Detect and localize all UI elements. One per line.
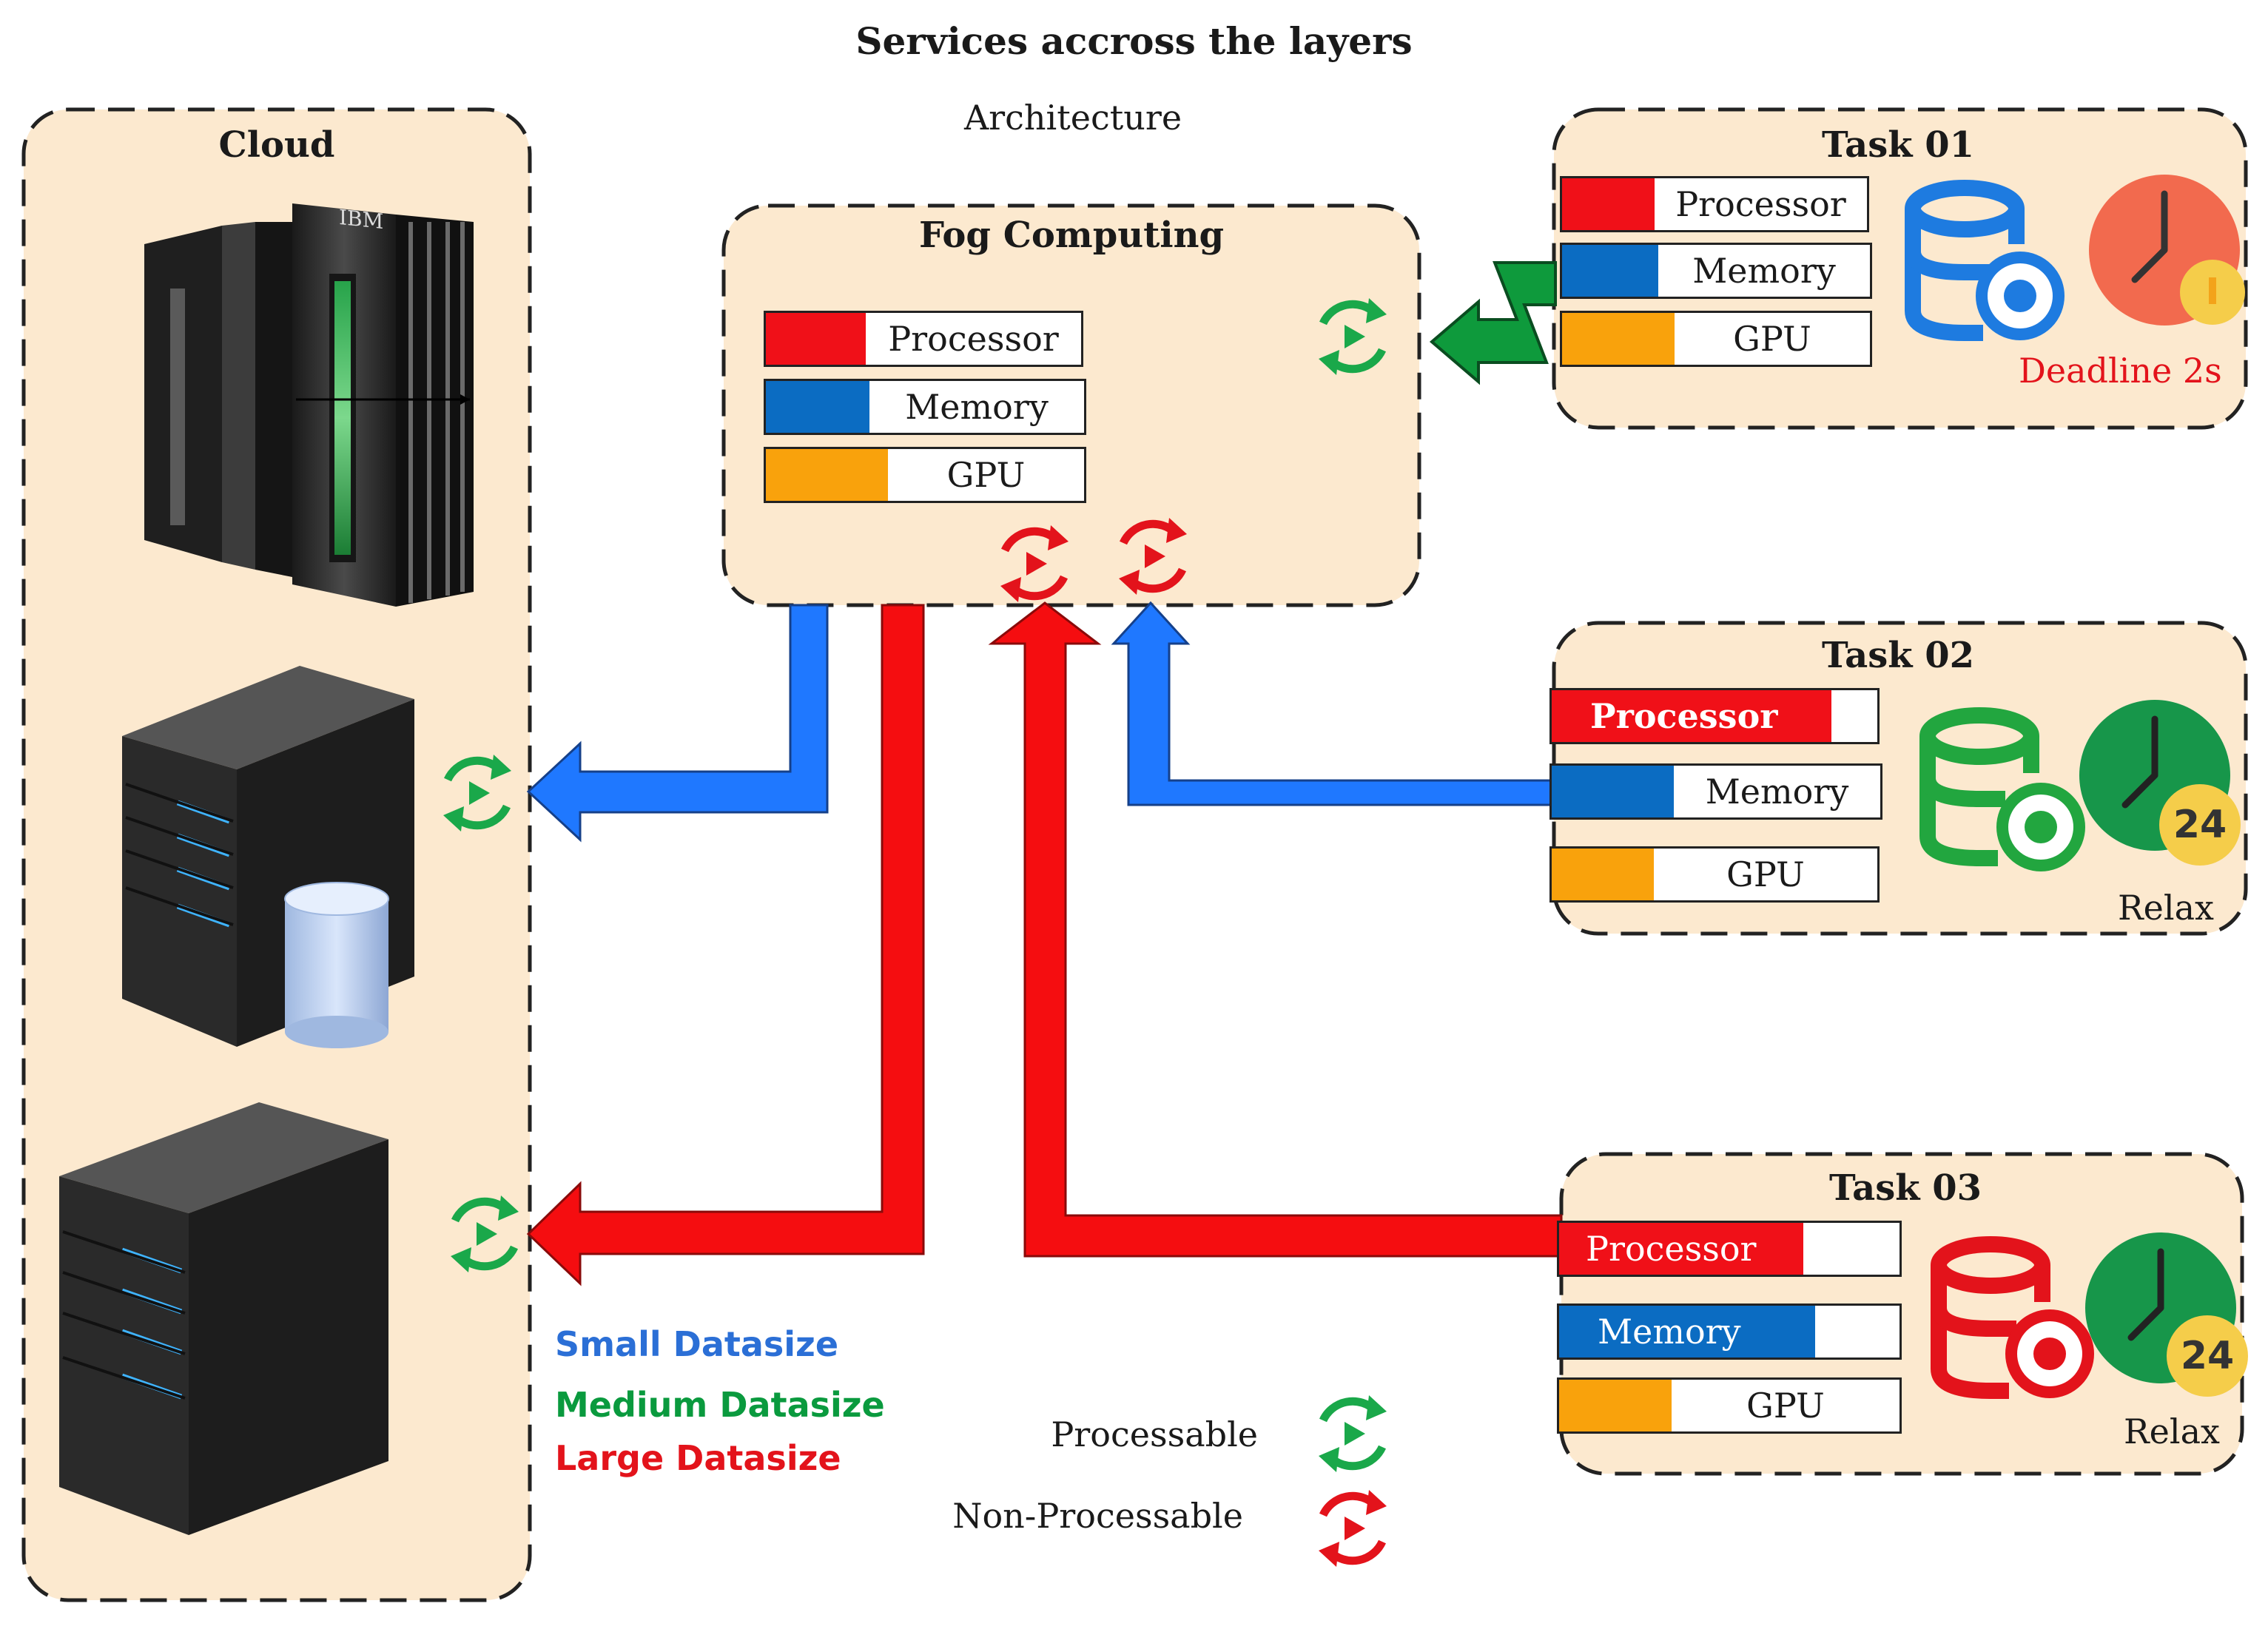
large-datasize-arrow-from-task03	[988, 601, 1563, 1258]
task02-processor-label: Processor	[1552, 690, 1831, 742]
task03-title: Task 03	[1828, 1167, 1982, 1209]
task03-memory-bar: Memory	[1557, 1303, 1902, 1360]
fog-processor-bar: Processor	[764, 311, 1083, 367]
task03-processor-bar: Processor	[1557, 1221, 1902, 1277]
task01-title: Task 01	[1821, 124, 1974, 166]
task03-gpu-label: GPU	[1746, 1386, 1825, 1426]
legend-medium-datasize: Medium Datasize	[555, 1385, 885, 1425]
non-processable-icon-fog-1	[1000, 525, 1069, 602]
fog-title: Fog Computing	[918, 215, 1225, 256]
ibm-mainframe-icon	[144, 203, 474, 607]
legend-processable: Processable	[1051, 1414, 1258, 1454]
fog-memory-bar: Memory	[764, 379, 1086, 435]
task03-status: Relax	[2124, 1412, 2220, 1451]
clock-icon-task01	[2089, 175, 2245, 326]
fog-memory-label: Memory	[905, 387, 1049, 427]
task03-memory-label: Memory	[1559, 1306, 1815, 1358]
task02-clock-badge: 24	[2159, 784, 2241, 866]
task02-processor-bar: Processor	[1549, 688, 1880, 744]
task02-status: Relax	[2118, 888, 2214, 928]
task01-processor-label: Processor	[1675, 184, 1846, 224]
task01-gpu-bar: GPU	[1560, 311, 1872, 367]
medium-datasize-arrow-shape	[1429, 261, 1557, 385]
processable-icon-fog	[1319, 298, 1387, 375]
legend-large-datasize: Large Datasize	[555, 1438, 841, 1478]
task02-memory-label: Memory	[1705, 772, 1849, 812]
database-icon-task03	[1931, 1236, 2050, 1399]
legend-non-processable-icon	[1319, 1490, 1387, 1567]
task03-gpu-bar: GPU	[1557, 1377, 1902, 1434]
task02-gpu-label: GPU	[1726, 854, 1805, 894]
legend-processable-icon	[1319, 1395, 1387, 1472]
task01-processor-bar: Processor	[1560, 176, 1869, 232]
task01-gpu-label: GPU	[1733, 319, 1811, 359]
task01-memory-label: Memory	[1692, 251, 1836, 291]
database-icon-task02	[1919, 707, 2039, 866]
legend-non-processable: Non-Processable	[952, 1496, 1243, 1536]
fog-gpu-bar: GPU	[764, 447, 1086, 503]
page-subtitle: Architecture	[963, 98, 1182, 138]
large-datasize-arrow-to-cloud	[526, 604, 925, 1286]
task02-title: Task 02	[1821, 635, 1974, 676]
non-processable-icon-fog-2	[1119, 518, 1187, 595]
legend-small-datasize: Small Datasize	[555, 1324, 839, 1364]
processable-icon-cloud-server1	[443, 755, 511, 832]
small-datasize-arrow-to-cloud	[526, 604, 829, 843]
task03-processor-label: Processor	[1559, 1223, 1803, 1275]
mainframe-brand-label: IBM	[339, 204, 384, 235]
cloud-title: Cloud	[218, 124, 335, 166]
page-title: Services accross the layers	[855, 19, 1413, 63]
task01-status: Deadline 2s	[2019, 351, 2222, 391]
fog-processor-label: Processor	[888, 319, 1059, 359]
task02-gpu-bar: GPU	[1549, 846, 1880, 903]
server-icon-2	[59, 1102, 388, 1535]
server-icon-1	[122, 666, 414, 1048]
task01-memory-bar: Memory	[1560, 243, 1872, 299]
task02-memory-bar: Memory	[1549, 763, 1882, 820]
database-icon-task01	[1905, 180, 2025, 341]
task03-clock-badge: 24	[2167, 1315, 2248, 1397]
small-datasize-arrow-from-task02	[1111, 601, 1559, 806]
processable-icon-cloud-server2	[451, 1195, 519, 1272]
fog-gpu-label: GPU	[946, 455, 1026, 495]
